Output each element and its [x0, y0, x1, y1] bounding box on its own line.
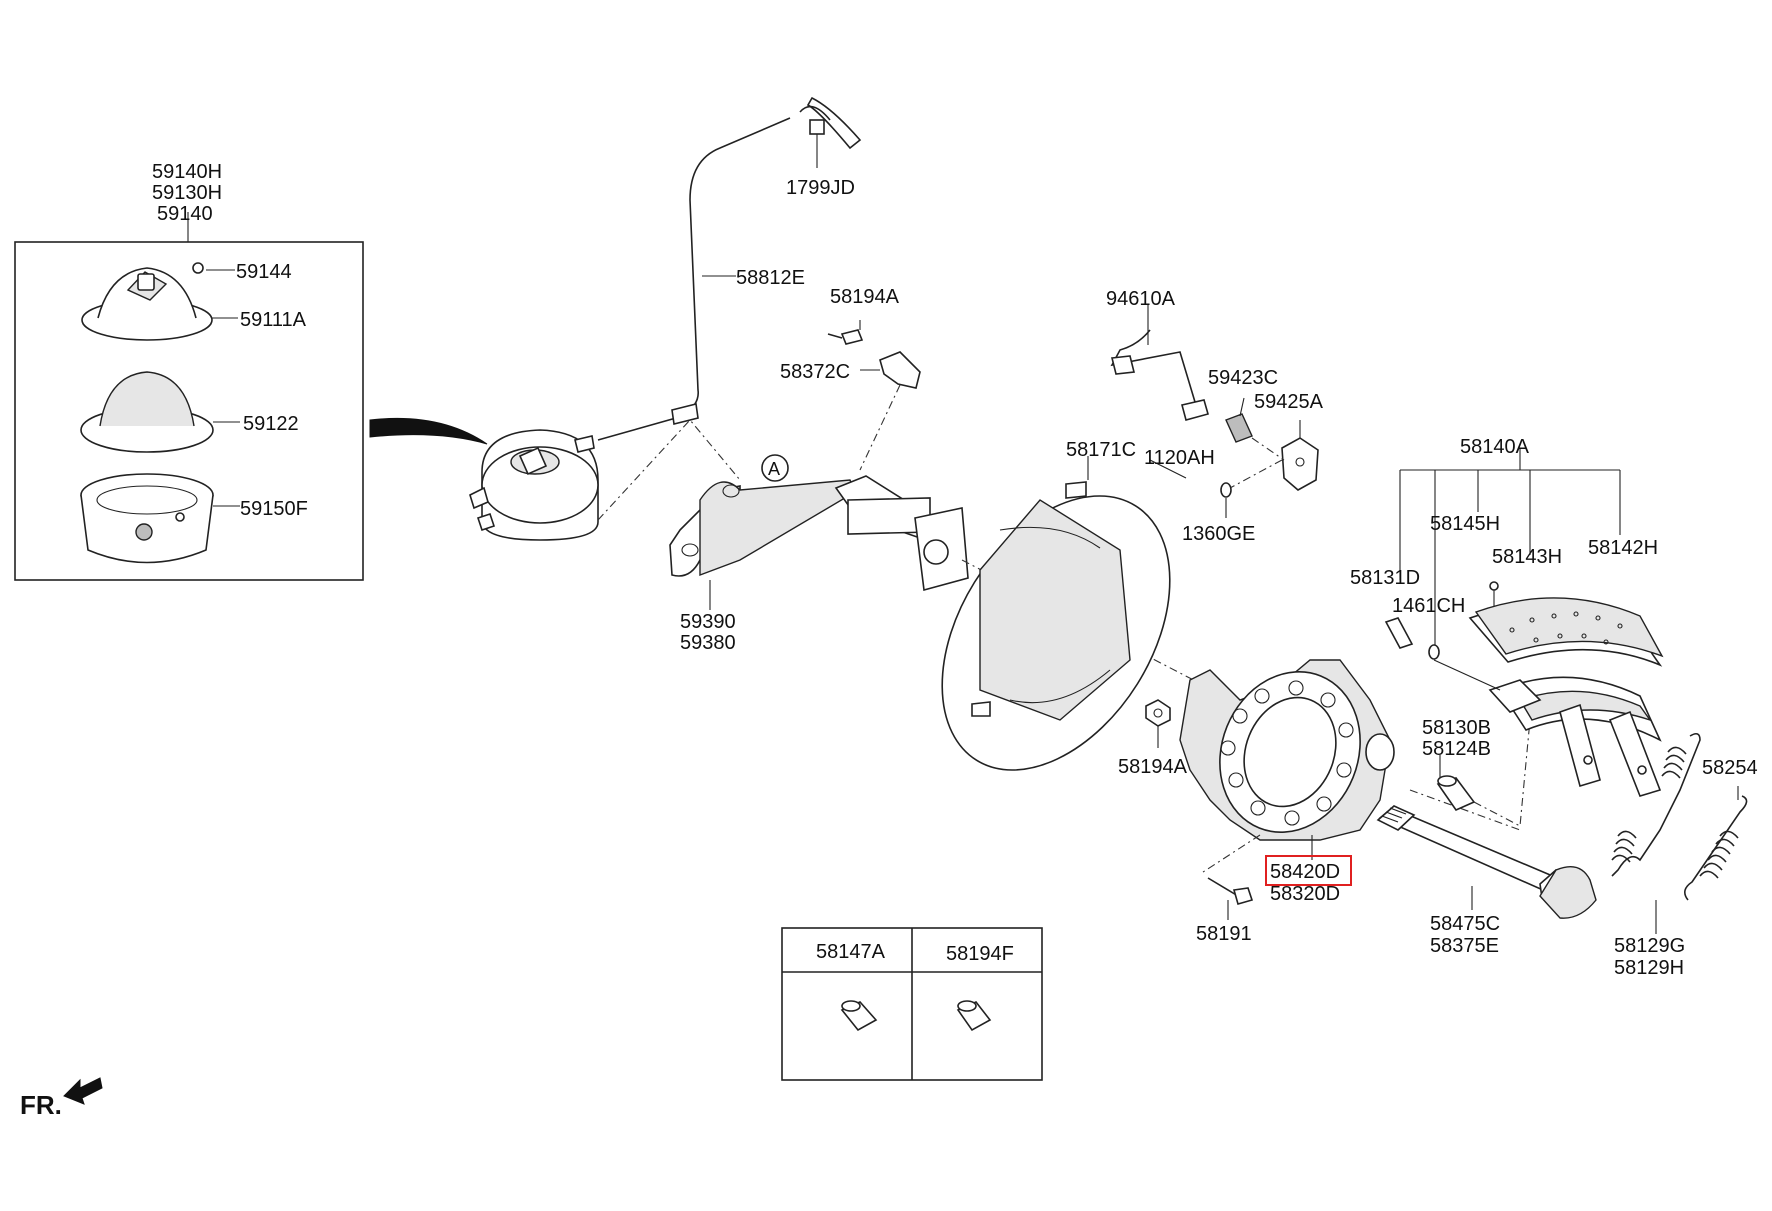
bolt-58191 — [1207, 877, 1254, 920]
camshaft — [1376, 805, 1597, 919]
label-58320D: 58320D — [1270, 883, 1340, 905]
front-arrow-icon — [63, 1077, 103, 1105]
sensor-sleeve — [1225, 413, 1253, 443]
sensor-block — [1281, 420, 1319, 491]
retainer-pin — [1428, 644, 1501, 691]
label-59140: 59140 — [157, 203, 213, 225]
label-1799JD: 1799JD — [786, 177, 855, 199]
label-58191: 58191 — [1196, 923, 1252, 945]
label-58194A-bottom: 58194A — [1118, 756, 1188, 778]
anchor-pin — [1384, 617, 1414, 649]
label-59144: 59144 — [236, 261, 292, 283]
shoe-pin — [1489, 581, 1499, 606]
label-front: FR. — [20, 1090, 62, 1120]
label-58142H: 58142H — [1588, 537, 1658, 559]
label-59122: 59122 — [243, 413, 299, 435]
table-header-58147A: 58147A — [816, 941, 886, 963]
label-58475C: 58475C — [1430, 913, 1500, 935]
label-59390: 59390 — [680, 611, 736, 633]
brake-chamber-detail — [14, 212, 364, 581]
brake-shoe-kit — [1399, 448, 1664, 797]
label-58194A-top: 58194A — [830, 286, 900, 308]
table-header-58194F: 58194F — [946, 943, 1014, 965]
abs-sensor — [1110, 304, 1209, 421]
label-58143H: 58143H — [1492, 546, 1562, 568]
brake-chamber — [469, 429, 599, 541]
label-58420D: 58420D — [1270, 861, 1340, 883]
label-58129G: 58129G — [1614, 935, 1685, 957]
label-59423C: 59423C — [1208, 367, 1278, 389]
label-94610A: 94610A — [1106, 288, 1176, 310]
label-59111A: 59111A — [240, 309, 307, 331]
label-59130H: 59130H — [152, 182, 222, 204]
label-1120AH: 1120AH — [1144, 447, 1215, 469]
label-1461CH: 1461CH — [1392, 595, 1465, 617]
label-59150F: 59150F — [240, 498, 308, 520]
label-59380: 59380 — [680, 632, 736, 654]
hose-clip — [799, 96, 862, 168]
bushing — [1436, 755, 1476, 812]
label-58375E: 58375E — [1430, 935, 1499, 957]
washer — [1220, 482, 1232, 498]
label-58171C: 58171C — [1066, 439, 1136, 461]
parts-table — [781, 927, 1043, 1081]
nut-58194A — [1145, 699, 1171, 748]
label-58145H: 58145H — [1430, 513, 1500, 535]
return-spring-58129G — [1611, 732, 1701, 934]
brake-spider — [1179, 659, 1395, 860]
chamber-bracket — [669, 454, 969, 610]
highlight-box — [1265, 855, 1352, 886]
label-A: A — [768, 459, 780, 479]
label-59140H: 59140H — [152, 161, 222, 183]
dust-shield — [941, 456, 1171, 771]
label-58130B: 58130B — [1422, 717, 1491, 739]
label-58254: 58254 — [1702, 757, 1758, 779]
label-58812E: 58812E — [736, 267, 805, 289]
label-58131D: 58131D — [1350, 567, 1420, 589]
label-58372C: 58372C — [780, 361, 850, 383]
label-58129H: 58129H — [1614, 957, 1684, 979]
return-spring-58254 — [1684, 786, 1748, 901]
label-58140A: 58140A — [1460, 436, 1530, 458]
bracket-58372C — [827, 320, 921, 389]
label-58124B: 58124B — [1422, 738, 1491, 760]
label-1360GE: 1360GE — [1182, 523, 1255, 545]
detail-arrow — [369, 417, 488, 445]
label-59425A: 59425A — [1254, 391, 1324, 413]
